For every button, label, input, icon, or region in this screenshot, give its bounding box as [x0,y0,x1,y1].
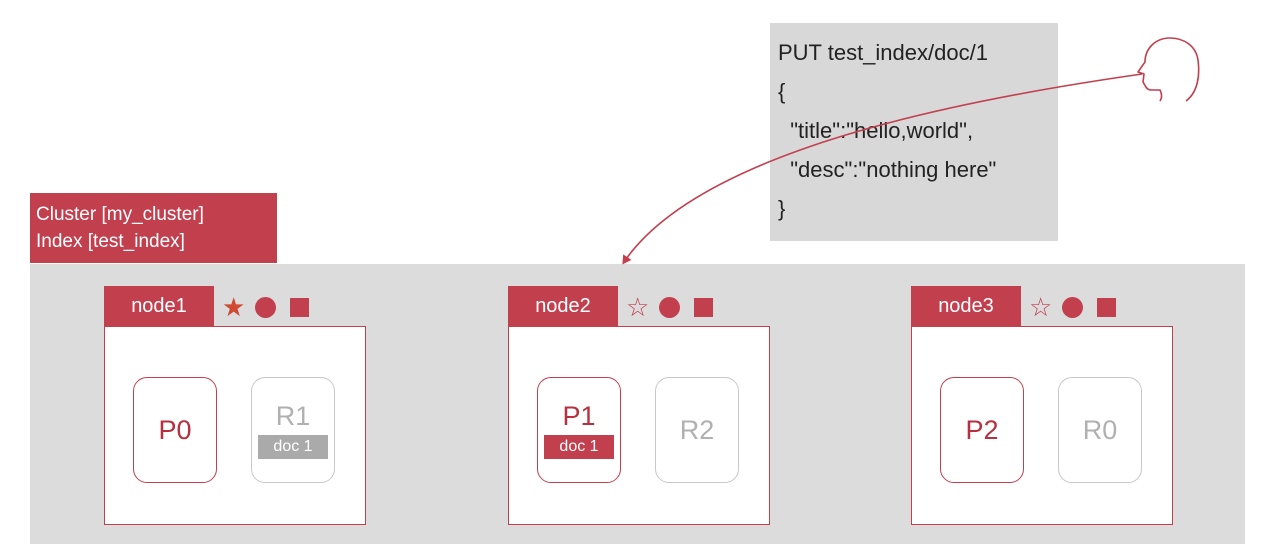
doc-tag: doc 1 [258,435,328,459]
shard-r1: R1 doc 1 [251,377,335,483]
shard-p0: P0 [133,377,217,483]
request-line: "title":"hello,world", [778,118,974,143]
node-role-icons: ☆ [1029,292,1117,322]
circle-icon [659,296,681,318]
shard-label: P0 [158,415,192,445]
circle-icon [1062,296,1084,318]
shard-label: R0 [1082,415,1118,445]
shard-p2: P2 [940,377,1024,483]
square-icon [290,297,310,317]
node-role-icons: ☆ [626,292,714,322]
shard-label: P1 [562,401,596,431]
node-name: node3 [911,286,1021,326]
request-line: "desc":"nothing here" [778,157,997,182]
square-icon [694,297,714,317]
request-line: } [778,196,786,221]
cluster-name: Cluster [my_cluster] [36,204,204,225]
request-arrow [622,73,1143,265]
request-box: PUT test_index/doc/1 { "title":"hello,wo… [770,23,1058,241]
circle-icon [255,296,277,318]
node-box: P1 doc 1 R2 [508,326,770,525]
star-outline-icon: ☆ [1029,292,1053,322]
shard-label: R1 [275,401,311,431]
request-line: { [778,79,786,104]
cluster-label: Cluster [my_cluster] Index [test_index] [30,193,277,263]
shard-label: R2 [679,415,715,445]
node-role-icons: ★ [222,292,310,322]
shard-r2: R2 [655,377,739,483]
index-name: Index [test_index] [36,231,185,252]
node-name: node1 [104,286,214,326]
user-head-icon [1137,37,1200,102]
star-outline-icon: ☆ [626,292,650,322]
node-box: P0 R1 doc 1 [104,326,366,525]
node-name: node2 [508,286,618,326]
shard-r0: R0 [1058,377,1142,483]
filled-star-icon: ★ [222,292,246,322]
shard-p1: P1 doc 1 [537,377,621,483]
request-line: PUT test_index/doc/1 [778,40,988,65]
shard-label: P2 [965,415,999,445]
node-box: P2 R0 [911,326,1173,525]
square-icon [1097,297,1117,317]
doc-tag: doc 1 [544,435,614,459]
